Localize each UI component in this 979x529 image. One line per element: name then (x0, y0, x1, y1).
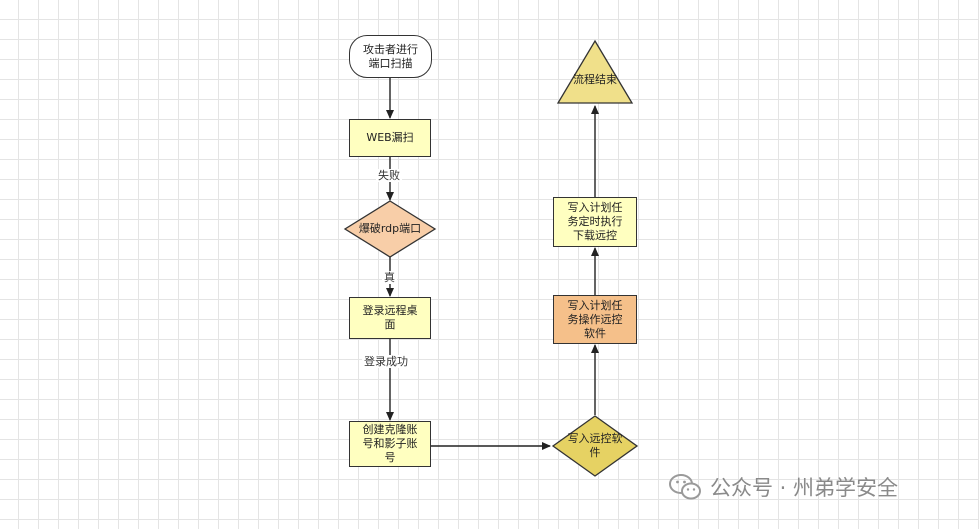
edge-label-login-success: 登录成功 (362, 355, 410, 368)
end-triangle (556, 39, 634, 104)
create-accounts-node: 创建克隆账 号和影子账 号 (349, 421, 431, 467)
start-node: 攻击者进行 端口扫描 (349, 35, 432, 78)
decision-diamond-rdp (343, 200, 437, 258)
wechat-icon (668, 473, 702, 501)
web-scan-node: WEB漏扫 (349, 119, 431, 157)
write-remote-label: 写入远控软 件 (567, 432, 623, 459)
edge-label-true: 真 (382, 271, 397, 284)
decision-diamond-write (551, 415, 639, 477)
end-label: 流程结束 (573, 73, 617, 86)
watermark: 公众号 · 州弟学安全 (668, 470, 898, 504)
rdp-brute-label: 爆破rdp端口 (358, 222, 422, 235)
schedule-run-node: 写入计划任 务操作远控 软件 (553, 295, 637, 344)
watermark-text: 公众号 · 州弟学安全 (710, 476, 899, 500)
schedule-download-node: 写入计划任 务定时执行 下载远控 (553, 197, 637, 247)
edge-label-fail: 失败 (376, 169, 402, 182)
login-rdp-node: 登录远程桌 面 (349, 297, 431, 339)
